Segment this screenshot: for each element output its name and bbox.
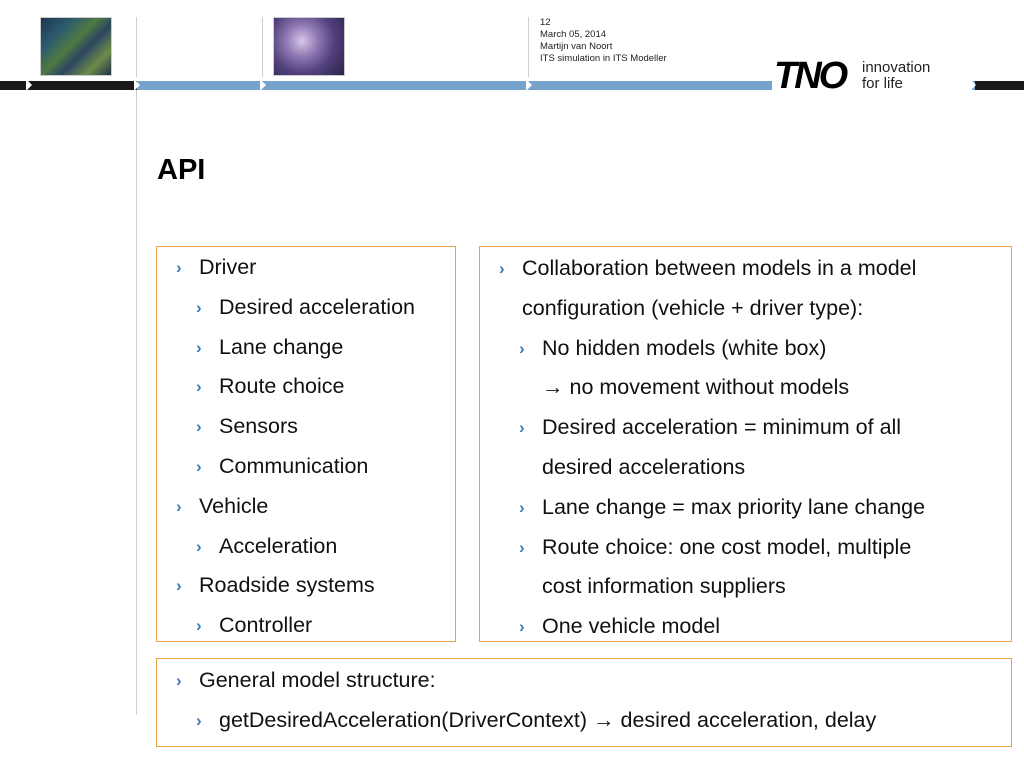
- bullet-chevron-icon: ›: [196, 297, 202, 317]
- desired-acceleration-text-line1: Desired acceleration = minimum of all: [542, 415, 902, 440]
- tno-logo-tagline: innovation for life: [862, 60, 930, 92]
- item-vehicle: Vehicle: [199, 493, 269, 518]
- list-item: › No hidden models (white box): [480, 329, 925, 369]
- page-title: API: [157, 154, 206, 186]
- header-thumbnail-technology: [273, 17, 345, 76]
- band-chevron-icon: [970, 79, 976, 91]
- bullet-chevron-icon: ›: [176, 671, 182, 690]
- list-item: › getDesiredAcceleration(DriverContext) →…: [157, 701, 876, 741]
- right-box-collaboration: › Collaboration between models in a model…: [479, 246, 1012, 642]
- bullet-chevron-icon: ›: [519, 497, 525, 517]
- collaboration-text-line1: Collaboration between models in a model: [522, 256, 917, 280]
- slide-date: March 05, 2014: [540, 29, 607, 40]
- collaboration-list: › Collaboration between models in a model…: [480, 249, 925, 647]
- list-item: › Controller: [157, 606, 415, 646]
- presentation-title: ITS simulation in ITS Modeller: [540, 53, 667, 64]
- list-item: › Route choice: one cost model, multiple: [480, 528, 925, 568]
- tagline-line2: for life: [862, 75, 903, 92]
- component-list: › Driver › Desired acceleration › Lane chan…: [157, 248, 415, 646]
- bullet-chevron-icon: ›: [519, 537, 525, 557]
- bullet-chevron-icon: ›: [176, 576, 182, 596]
- item-route-choice: Route choice: [219, 374, 345, 399]
- bullet-chevron-icon: ›: [176, 496, 182, 516]
- bullet-chevron-icon: ›: [196, 616, 202, 636]
- band-chevron-icon: [134, 79, 140, 91]
- general-structure-text: General model structure:: [199, 668, 436, 692]
- content-left-rule: [136, 90, 137, 715]
- bullet-chevron-icon: ›: [196, 417, 202, 437]
- route-choice-text-line1: Route choice: one cost model, multiple: [542, 534, 912, 559]
- one-vehicle-text: One vehicle model: [542, 614, 721, 639]
- header-band-dark: [0, 81, 137, 90]
- item-desired-acceleration: Desired acceleration: [219, 294, 415, 319]
- lane-change-text: Lane change = max priority lane change: [542, 494, 926, 519]
- tno-logo: TNO innovation for life: [772, 56, 972, 96]
- bullet-chevron-icon: ›: [519, 617, 525, 637]
- bullet-chevron-icon: ›: [176, 258, 182, 277]
- collaboration-text-line2: configuration (vehicle + driver type):: [522, 295, 864, 320]
- header-separator: [262, 17, 263, 77]
- bullet-chevron-icon: ›: [196, 337, 202, 357]
- list-item-continuation: configuration (vehicle + driver type):: [480, 289, 925, 329]
- no-movement-text: no movement without models: [569, 375, 850, 400]
- header-separator: [528, 17, 529, 77]
- band-chevron-icon: [26, 79, 32, 91]
- item-communication: Communication: [219, 453, 369, 478]
- hidden-models-text: No hidden models (white box): [542, 335, 827, 360]
- item-driver: Driver: [199, 255, 257, 279]
- list-item: › Roadside systems: [157, 566, 415, 606]
- right-arrow-icon: →: [593, 707, 615, 732]
- method-signature: getDesiredAcceleration(DriverContext): [219, 707, 588, 732]
- desired-acceleration-text-line2: desired accelerations: [542, 454, 746, 479]
- left-box-components: › Driver › Desired acceleration › Lane chan…: [156, 246, 456, 642]
- header-thumbnail-map: [40, 17, 112, 76]
- header-band-blue: [137, 81, 772, 90]
- list-item-continuation: cost information suppliers: [480, 567, 925, 607]
- list-item: › Driver: [157, 248, 415, 288]
- model-structure-list: › General model structure: › getDesiredAcc…: [157, 661, 876, 741]
- list-item: › Route choice: [157, 367, 415, 407]
- bullet-chevron-icon: ›: [196, 377, 202, 397]
- list-item: › Desired acceleration: [157, 288, 415, 328]
- tno-logo-wordmark: TNO: [774, 55, 848, 97]
- right-arrow-icon: →: [542, 375, 564, 400]
- slide-number: 12: [540, 17, 551, 28]
- slide-author: Martijn van Noort: [540, 41, 613, 52]
- method-result: desired acceleration, delay: [620, 707, 877, 732]
- list-item: › General model structure:: [157, 661, 876, 701]
- header-separator: [136, 17, 137, 77]
- tagline-line1: innovation: [862, 59, 931, 76]
- bullet-chevron-icon: ›: [519, 418, 525, 438]
- item-sensors: Sensors: [219, 414, 298, 439]
- list-item: › Lane change: [157, 328, 415, 368]
- list-item-continuation: desired accelerations: [480, 448, 925, 488]
- list-item: › Lane change = max priority lane change: [480, 488, 925, 528]
- bullet-chevron-icon: ›: [499, 259, 505, 278]
- list-item: › One vehicle model: [480, 607, 925, 647]
- list-item: › Vehicle: [157, 487, 415, 527]
- list-item: › Collaboration between models in a model: [480, 249, 925, 289]
- list-item-continuation: → no movement without models: [480, 368, 925, 408]
- bullet-chevron-icon: ›: [196, 710, 202, 730]
- bullet-chevron-icon: ›: [519, 338, 525, 358]
- list-item: › Sensors: [157, 407, 415, 447]
- item-acceleration: Acceleration: [219, 533, 338, 558]
- list-item: › Acceleration: [157, 527, 415, 567]
- header-band-dark: [975, 81, 1024, 90]
- item-controller: Controller: [219, 613, 313, 638]
- bullet-chevron-icon: ›: [196, 536, 202, 556]
- list-item: › Communication: [157, 447, 415, 487]
- slide-meta: 12 March 05, 2014 Martijn van Noort ITS …: [540, 17, 667, 65]
- band-chevron-icon: [260, 79, 266, 91]
- list-item: › Desired acceleration = minimum of all: [480, 408, 925, 448]
- item-roadside-systems: Roadside systems: [199, 573, 375, 598]
- item-lane-change: Lane change: [219, 334, 344, 359]
- bullet-chevron-icon: ›: [196, 456, 202, 476]
- bottom-box-model-structure: › General model structure: › getDesiredAcc…: [156, 658, 1012, 747]
- route-choice-text-line2: cost information suppliers: [542, 574, 786, 599]
- band-chevron-icon: [526, 79, 532, 91]
